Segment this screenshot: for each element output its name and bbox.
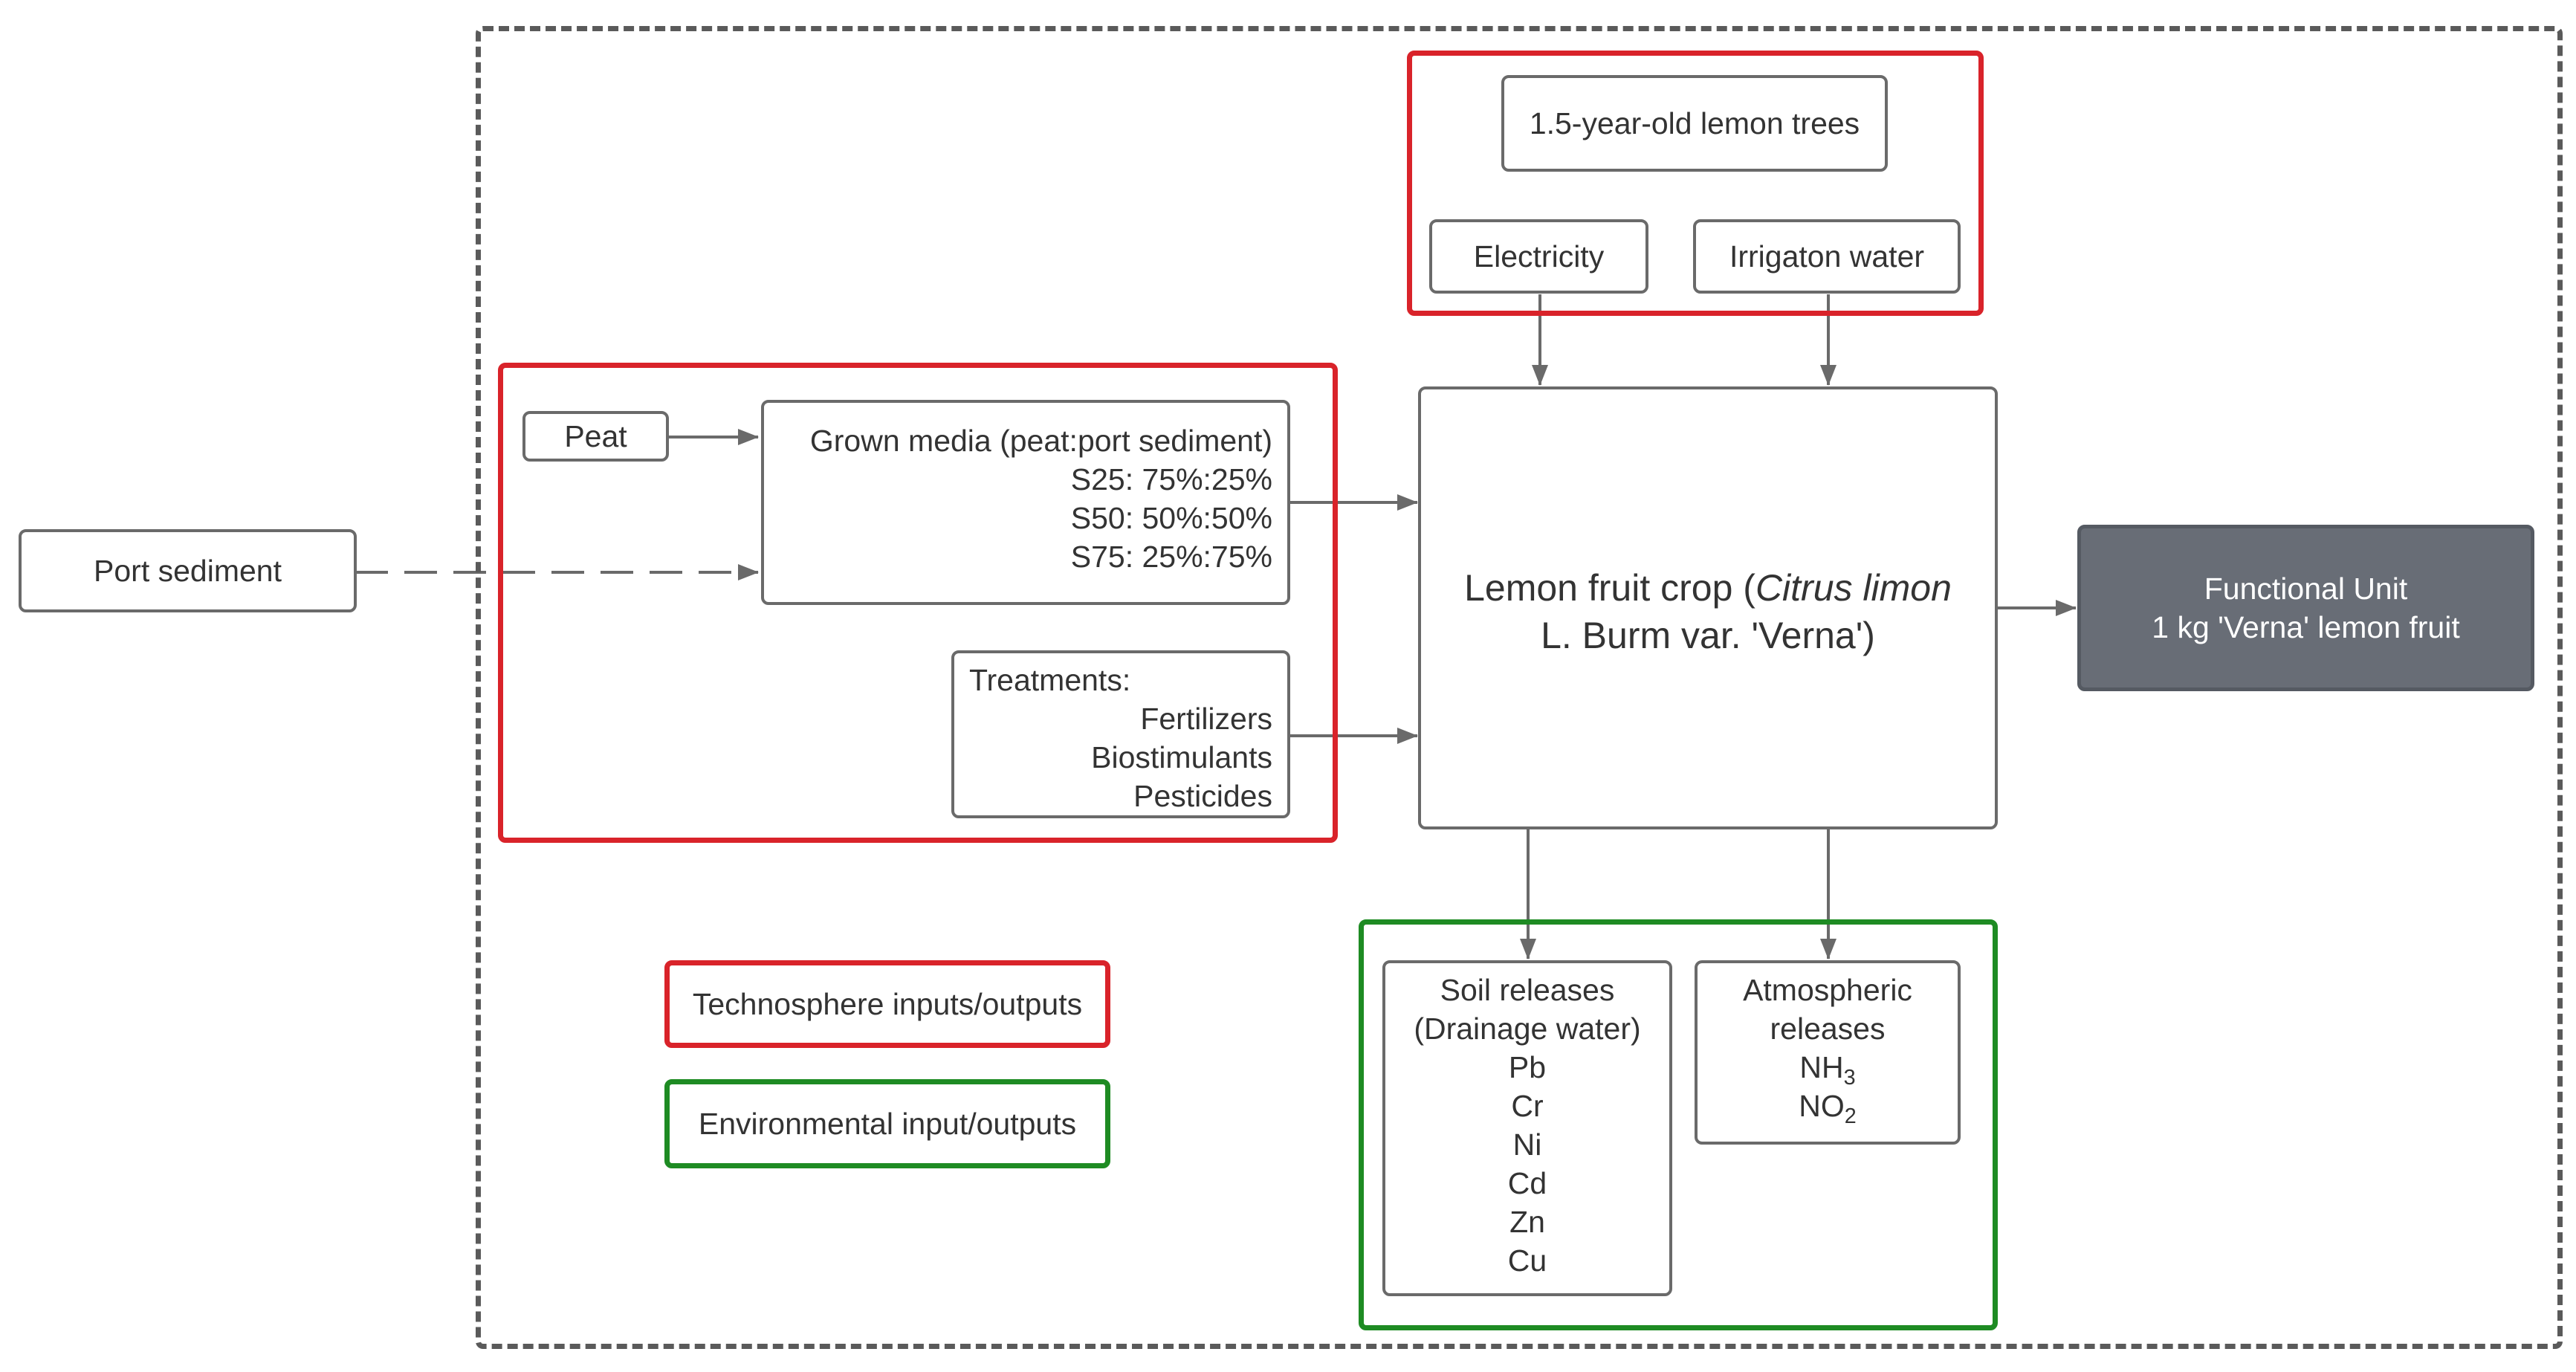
legend-technosphere: Technosphere inputs/outputs xyxy=(664,960,1110,1048)
soil-releases-title-2: (Drainage water) xyxy=(1414,1012,1641,1046)
atmospheric-releases-title-1: Atmospheric xyxy=(1743,973,1912,1007)
soil-release-cr: Cr xyxy=(1511,1089,1544,1123)
port-sediment-box: Port sediment xyxy=(19,529,357,612)
crop-label-line1: Lemon fruit crop (Citrus limon xyxy=(1464,567,1952,609)
lemon-trees-box: 1.5-year-old lemon trees xyxy=(1501,75,1888,172)
grown-media-box: Grown media (peat:port sediment) S25: 75… xyxy=(761,400,1290,605)
electricity-box: Electricity xyxy=(1429,219,1648,294)
soil-releases-title-1: Soil releases xyxy=(1440,973,1615,1007)
atmospheric-release-no2: NO2 xyxy=(1799,1089,1857,1129)
atmospheric-releases-box: Atmospheric releases NH3 NO2 xyxy=(1695,960,1961,1145)
peat-label: Peat xyxy=(564,419,627,453)
soil-release-cd: Cd xyxy=(1507,1166,1547,1200)
lemon-fruit-crop-box: Lemon fruit crop (Citrus limon L. Burm v… xyxy=(1418,386,1998,829)
atmospheric-release-nh3: NH3 xyxy=(1799,1050,1856,1090)
legend-technosphere-label: Technosphere inputs/outputs xyxy=(692,986,1083,1021)
soil-release-zn: Zn xyxy=(1509,1205,1545,1239)
irrigation-water-label: Irrigaton water xyxy=(1729,239,1925,274)
treatment-pesticides: Pesticides xyxy=(1133,779,1272,813)
irrigation-water-box: Irrigaton water xyxy=(1693,219,1961,294)
grown-media-mix-s50: S50: 50%:50% xyxy=(1070,501,1272,535)
soil-releases-box: Soil releases (Drainage water) Pb Cr Ni … xyxy=(1382,960,1672,1296)
lemon-trees-label: 1.5-year-old lemon trees xyxy=(1529,106,1860,140)
functional-unit-box: Functional Unit 1 kg 'Verna' lemon fruit xyxy=(2077,525,2534,691)
treatments-box: Treatments: Fertilizers Biostimulants Pe… xyxy=(951,650,1290,818)
treatment-fertilizers: Fertilizers xyxy=(1140,702,1272,736)
technosphere-group-media-treatments xyxy=(498,363,1338,843)
soil-release-ni: Ni xyxy=(1512,1127,1542,1162)
treatment-biostimulants: Biostimulants xyxy=(1091,740,1272,774)
legend-environmental: Environmental input/outputs xyxy=(664,1079,1110,1168)
electricity-label: Electricity xyxy=(1473,239,1605,274)
port-sediment-label: Port sediment xyxy=(94,554,282,588)
atmospheric-releases-title-2: releases xyxy=(1770,1012,1886,1046)
technosphere-group-tree-inputs xyxy=(1407,51,1984,316)
peat-box: Peat xyxy=(522,411,669,462)
legend-environmental-label: Environmental input/outputs xyxy=(698,1106,1077,1141)
treatments-title: Treatments: xyxy=(969,663,1131,697)
soil-release-cu: Cu xyxy=(1507,1243,1547,1278)
grown-media-mix-s75: S75: 25%:75% xyxy=(1070,540,1272,574)
functional-unit-title: Functional Unit xyxy=(2204,572,2408,606)
environmental-group-releases xyxy=(1359,919,1998,1330)
system-boundary xyxy=(476,26,2563,1349)
grown-media-title: Grown media (peat:port sediment) xyxy=(809,424,1272,458)
crop-species-italic: Citrus limon xyxy=(1755,567,1952,609)
crop-label-line2: L. Burm var. 'Verna') xyxy=(1541,615,1875,656)
soil-release-pb: Pb xyxy=(1508,1050,1547,1084)
grown-media-mix-s25: S25: 75%:25% xyxy=(1070,462,1272,496)
functional-unit-subtitle: 1 kg 'Verna' lemon fruit xyxy=(2152,610,2460,644)
